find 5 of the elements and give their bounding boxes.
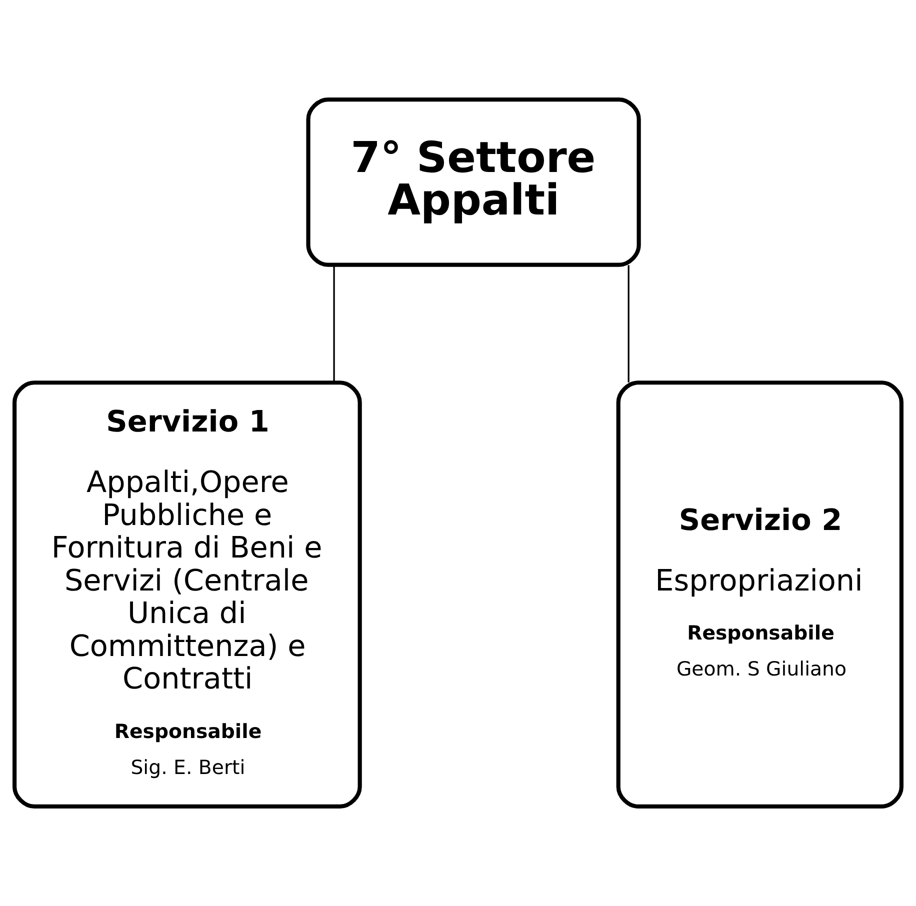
- node-box: Servizio 2 Espropriazioni Responsabile Geom. S Giuliano: [616, 380, 904, 808]
- node-box: 7° Settore Appalti: [306, 98, 641, 267]
- node-box: Servizio 1 Appalti,Opere Pubbliche e Fornitura di Beni e Servizi (Centrale Unica di Committenza) e Contratti Responsabile Sig. E. Berti: [12, 380, 362, 808]
- connector: [628, 265, 630, 382]
- connector: [333, 265, 335, 382]
